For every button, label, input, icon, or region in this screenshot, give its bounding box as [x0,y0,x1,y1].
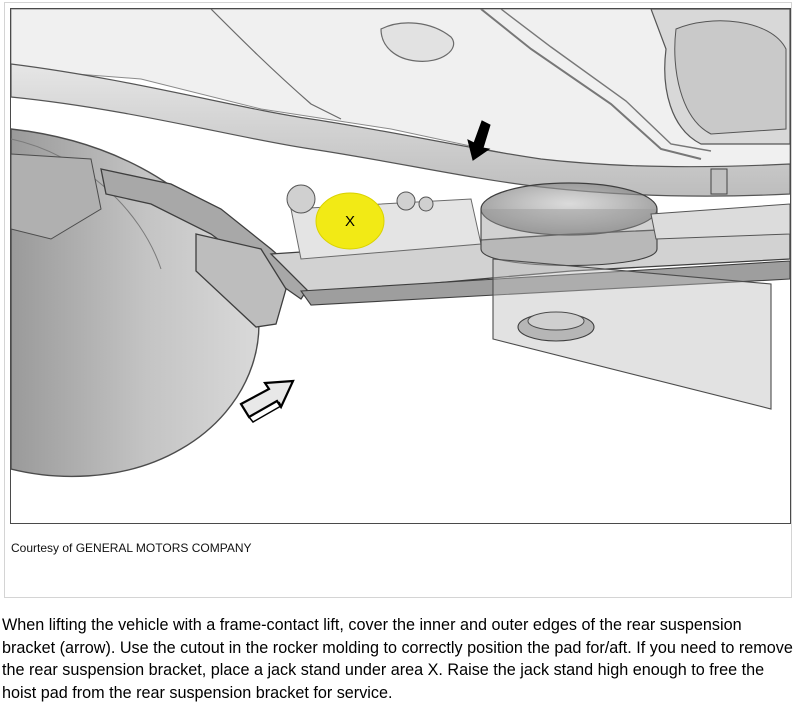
illustration-drawing: X [11,9,790,523]
outline-arrow-icon [239,379,295,423]
figure-frame: X Courtesy of GENERAL MOTORS COMPANY [4,2,792,598]
arrow-down-left-icon [467,120,491,161]
image-credit: Courtesy of GENERAL MOTORS COMPANY [11,541,252,555]
area-x-label: X [345,213,355,230]
figure-caption: When lifting the vehicle with a frame-co… [2,616,793,702]
area-x-marker [315,192,385,250]
vehicle-underbody-illustration: X [10,8,791,524]
